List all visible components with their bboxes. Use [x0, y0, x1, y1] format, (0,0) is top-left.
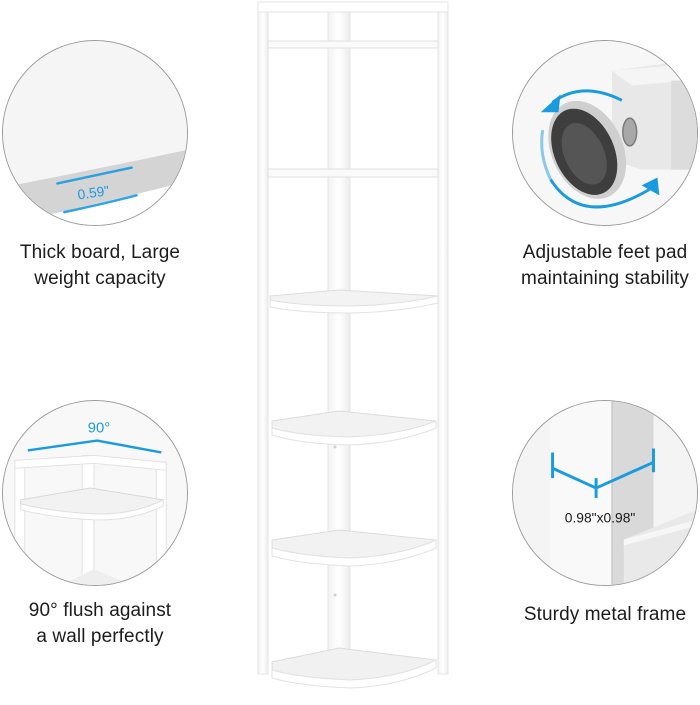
caption-line-1: Adjustable feet pad: [522, 242, 688, 263]
metal-frame-caption: Sturdy metal frame: [505, 602, 700, 628]
corner-shelf-illustration: [257, 1, 449, 689]
feature-flush-wall: 90° 90° flush against a wall perfectly: [0, 390, 200, 690]
feature-adjustable-feet: Adjustable feet pad maintaining stabilit…: [500, 0, 700, 300]
angle-measurement: 90°: [88, 421, 110, 437]
caption-line-1: 90° flush against: [28, 600, 172, 621]
thick-board-caption: Thick board, Large weight capacity: [0, 240, 200, 292]
thickness-measurement: 0.59": [76, 182, 110, 202]
thick-board-closeup: 0.59": [2, 40, 188, 226]
corner-angle-closeup: 90°: [2, 400, 188, 586]
caption-line-1: Thick board, Large: [19, 242, 181, 263]
frame-closeup: 0.98"x0.98": [512, 400, 698, 586]
corner-shelf-product-image: [240, 0, 465, 700]
board-thickness-icon: 0.59": [3, 41, 187, 225]
feature-metal-frame: 0.98"x0.98" Sturdy metal frame: [500, 390, 700, 690]
caption-line-1: Sturdy metal frame: [523, 604, 687, 625]
feet-pad-closeup: [512, 40, 698, 226]
rotate-arrows-icon: [513, 41, 697, 225]
feature-thick-board: 0.59" Thick board, Large weight capacity: [0, 0, 200, 300]
frame-measurement: 0.98"x0.98": [565, 510, 636, 526]
corner-angle-icon: 90°: [3, 401, 187, 585]
caption-line-2: weight capacity: [34, 268, 166, 289]
caption-line-2: maintaining stability: [521, 268, 689, 289]
adjustable-feet-caption: Adjustable feet pad maintaining stabilit…: [505, 240, 700, 292]
frame-dimension-icon: 0.98"x0.98": [513, 401, 697, 585]
flush-wall-caption: 90° flush against a wall perfectly: [0, 598, 200, 650]
caption-line-2: a wall perfectly: [36, 626, 164, 647]
